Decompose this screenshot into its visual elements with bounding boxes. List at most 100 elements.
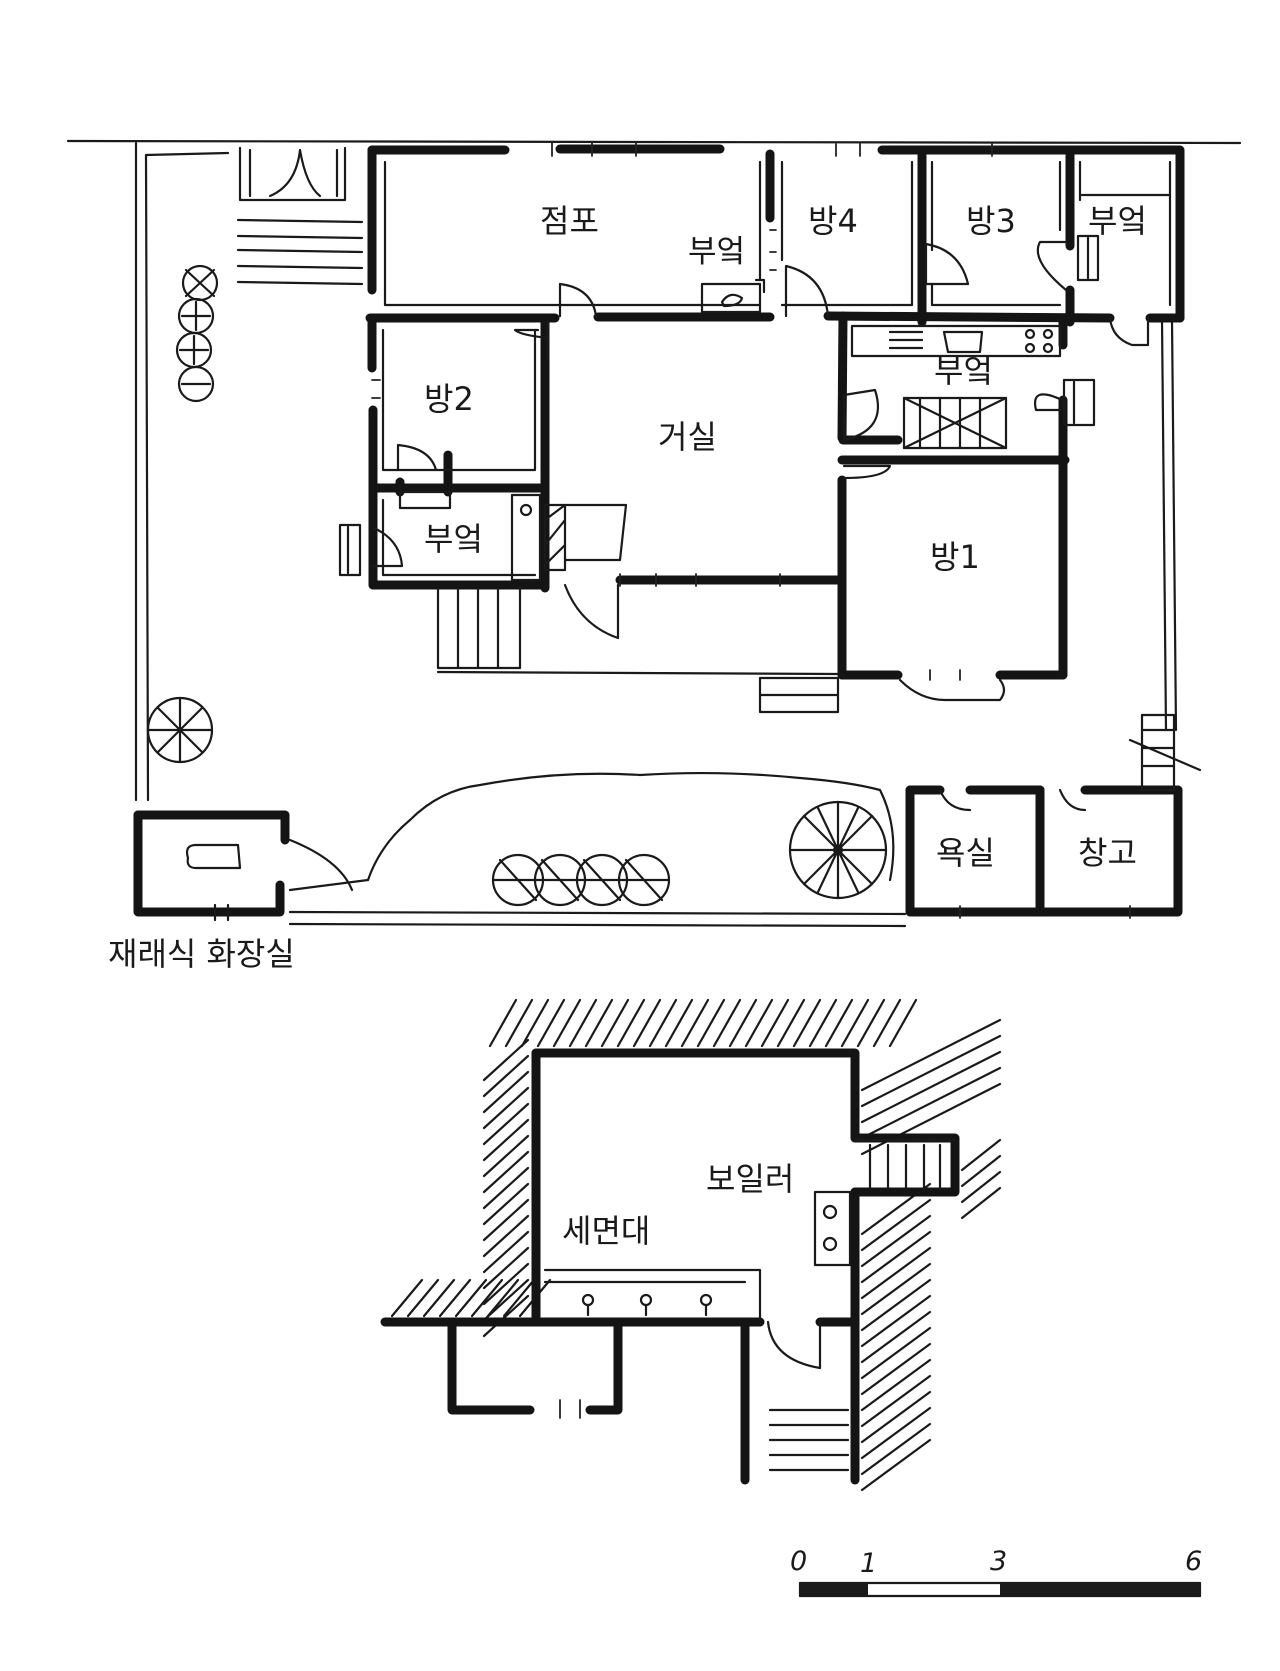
label-outhouse: 재래식 화장실 [108,935,295,973]
hatch-line [860,1018,1002,1092]
hatch-line [888,998,918,1048]
hatch-line [536,998,566,1048]
shrubs [491,853,671,907]
hatch-line [860,1246,932,1300]
hatch-line [568,998,598,1048]
scale-tick-6: 6 [1185,1546,1202,1577]
scale-tick-3: 3 [990,1546,1007,1577]
hatch-line [860,1374,932,1428]
scale-tick-1: 1 [860,1548,877,1579]
hatch-line [960,1154,1002,1188]
label-kitchen-top: 부엌 [688,234,745,270]
hatch-line [482,1166,530,1210]
hatch-line [696,998,726,1048]
tree-left-bottom [146,696,214,764]
hatch-line [860,1310,932,1364]
ground-floor-plan [66,139,1242,928]
scale-tick-0: 0 [790,1546,807,1577]
tree-right-bottom [788,800,888,900]
hatch-line [712,998,742,1048]
hatch-line [438,1278,472,1318]
label-bathroom: 욕실 [936,834,995,872]
kitchen-mid-fixtures [850,324,1062,450]
hatch-line [482,1246,530,1290]
hatch-line [860,1438,932,1492]
hatch-line [860,1390,932,1444]
scale-bar: 0 1 3 6 [790,1546,1202,1598]
hatch-line [860,1358,932,1412]
hatch-line [960,1138,1002,1172]
hatch-line [856,998,886,1048]
hatch-line [860,1278,932,1332]
hatch-line [860,1262,932,1316]
hatch-line [860,1422,932,1476]
hatch-line [482,1214,530,1258]
hatch-line [860,1326,932,1380]
hatch-line [616,998,646,1048]
hatch-line [482,1198,530,1242]
label-room1: 방1 [930,538,980,576]
hatch-line [482,1086,530,1130]
hatch-line [482,1118,530,1162]
label-washbasin: 세면대 [562,1212,650,1250]
hatch-line [502,1278,536,1318]
hatch-line [422,1278,456,1318]
hatch-line [960,1170,1002,1204]
hatch-line [860,1294,932,1348]
hatch-line [470,1278,504,1318]
hatch-line [860,1050,1002,1124]
hatch-line [648,998,678,1048]
hatch-line [482,1150,530,1194]
hatch-line [840,998,870,1048]
label-room3: 방3 [966,202,1016,240]
hatch-line [960,1186,1002,1220]
label-room4: 방4 [808,202,858,240]
label-kitchen-mid: 부엌 [934,352,993,390]
hatch-line [552,998,582,1048]
hatch-line [824,998,854,1048]
hatch-line [860,1198,932,1252]
hatch-line [860,1230,932,1284]
label-storage: 창고 [1078,834,1137,872]
hatch-line [680,998,710,1048]
hatch-line [776,998,806,1048]
kitchen-left-fixtures [510,493,628,640]
front-steps [436,586,840,714]
hatch-line [860,1406,932,1460]
hatch-line [482,1054,530,1098]
room-labels: 점포 부엌 방4 방3 부엌 방2 거실 부엌 부엌 방1 욕실 창고 재래식 … [108,202,1147,1250]
hatch-line [406,1278,440,1318]
hatch-line [808,998,838,1048]
label-living: 거실 [658,418,717,456]
hatch-line [792,998,822,1048]
hatch-line [632,998,662,1048]
hatch-line [728,998,758,1048]
label-room2: 방2 [424,380,474,418]
hatch-line [482,1070,530,1114]
hatch-line [872,998,902,1048]
hedge [366,771,895,882]
hatch-line [744,998,774,1048]
hatch-line [664,998,694,1048]
hatch-line [390,1278,424,1318]
hatch-line [520,998,550,1048]
hatch-line [600,998,630,1048]
doors [338,234,1150,577]
outhouse [133,810,354,922]
hatch-line [482,1182,530,1226]
hatch-line [860,1214,932,1268]
hatch-line [482,1038,530,1082]
hatch-line [482,1134,530,1178]
hatch-line [860,1342,932,1396]
hatch-line [860,1034,1002,1108]
kitchen-top-fixture [700,278,766,314]
label-boiler: 보일러 [706,1160,794,1198]
hatch-line [504,998,534,1048]
hatch-line [860,1066,1002,1140]
label-kitchen-left: 부엌 [424,520,483,558]
label-shop: 점포 [540,202,599,240]
hatch-line [584,998,614,1048]
tree-left-column [175,264,219,403]
hatch-line [454,1278,488,1318]
